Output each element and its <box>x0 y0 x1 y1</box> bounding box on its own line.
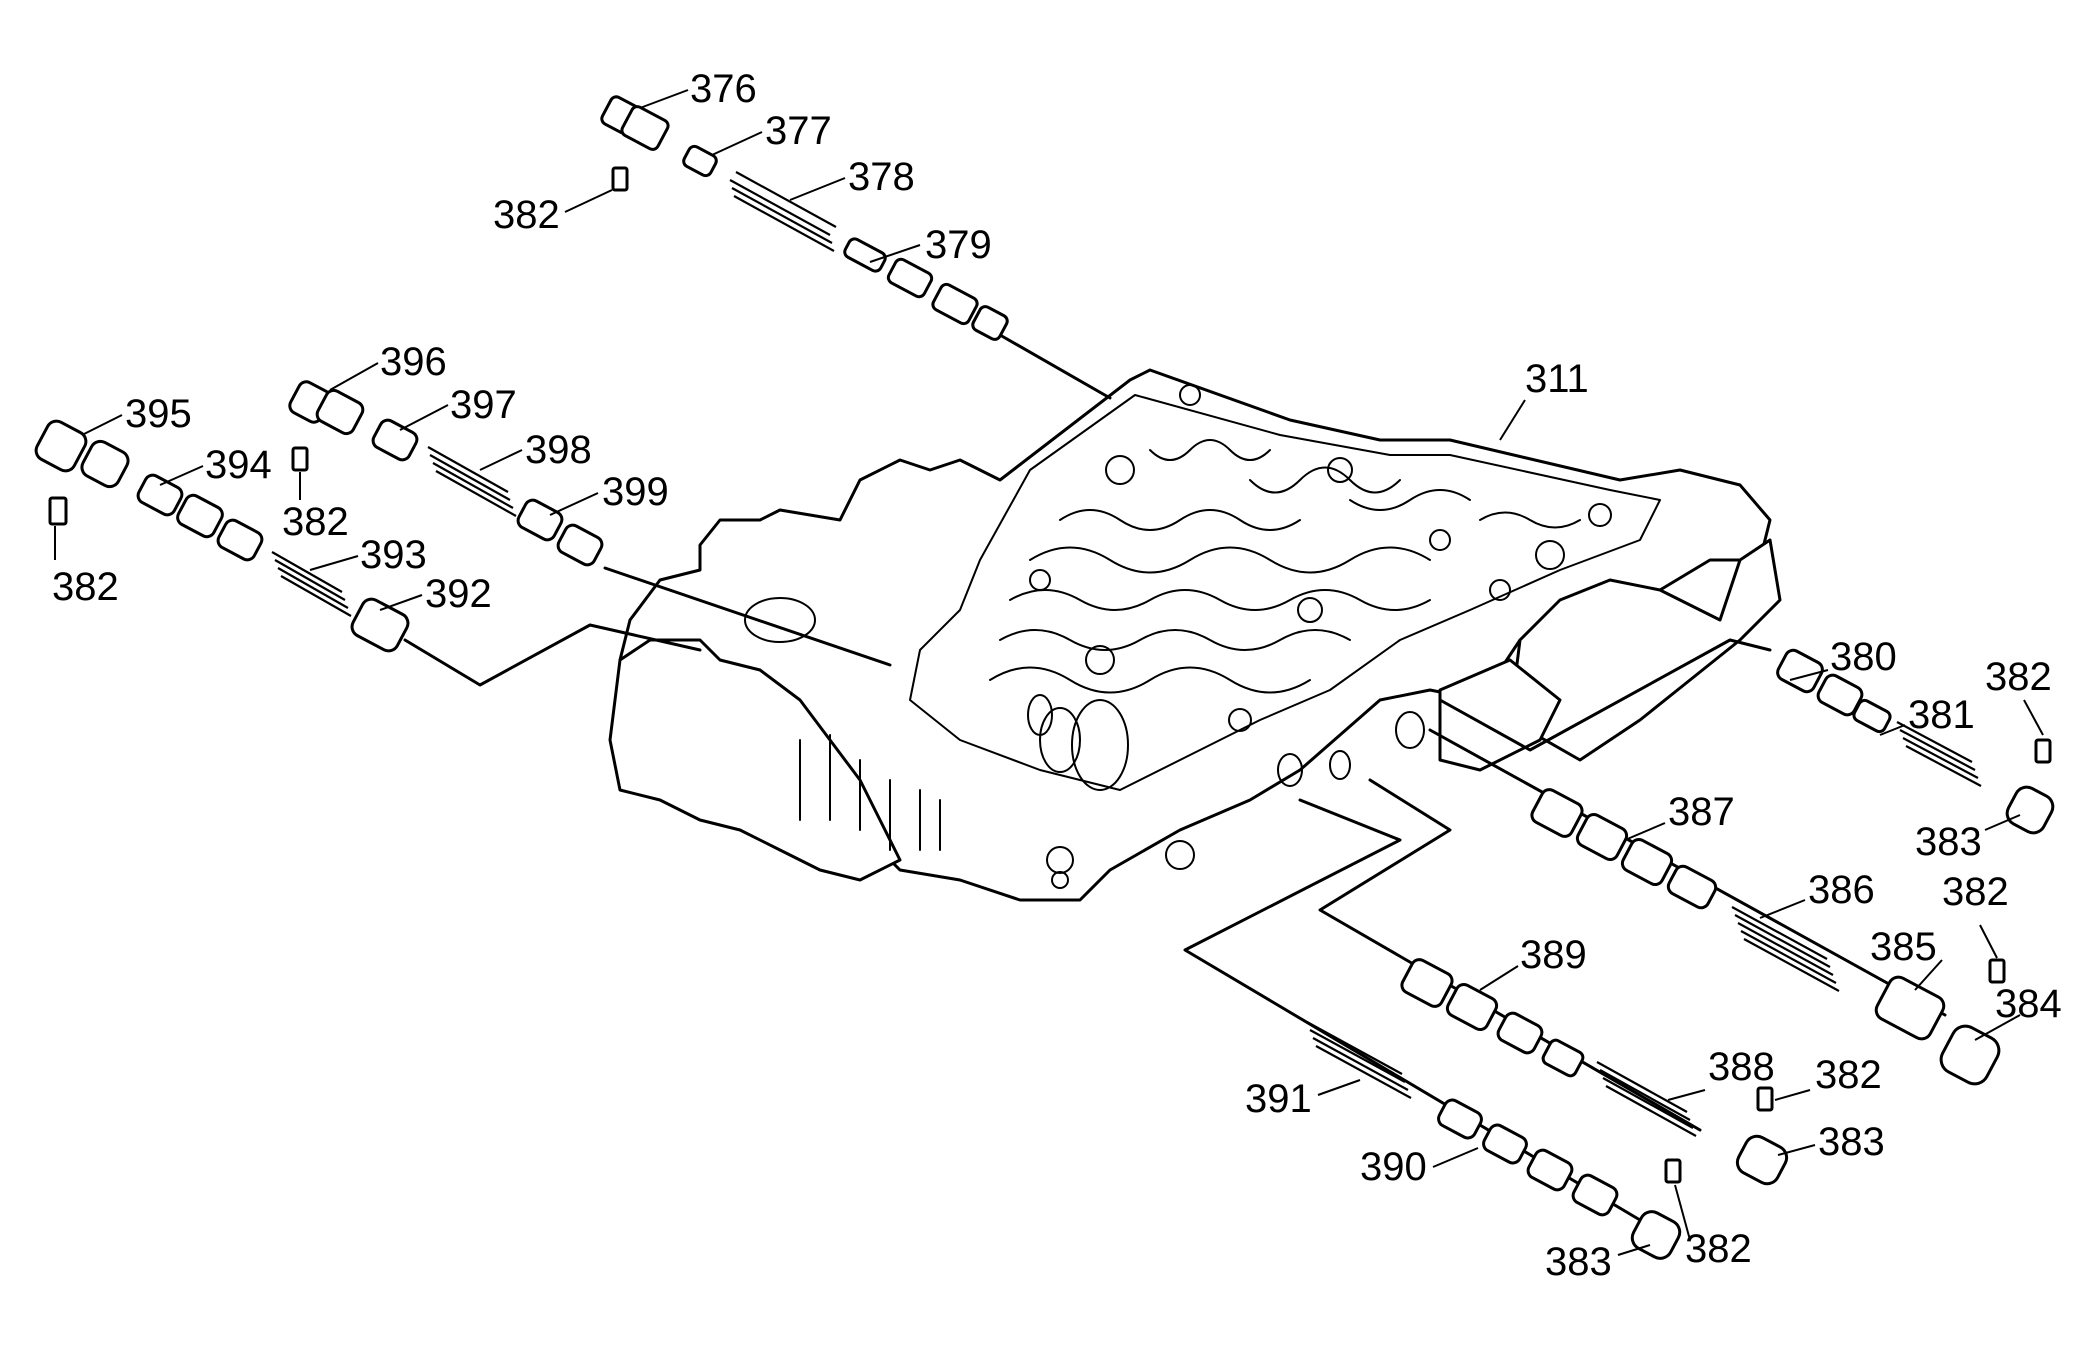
callout-394: 394 <box>205 443 272 487</box>
plug-384 <box>1939 958 2006 1086</box>
callout-383-mid: 383 <box>1818 1120 1885 1164</box>
callout-382-r3: 382 <box>1815 1053 1882 1097</box>
callout-378: 378 <box>848 155 915 199</box>
plug-383b <box>1735 1086 1789 1186</box>
callout-382-bottom: 382 <box>1685 1227 1752 1271</box>
callout-397: 397 <box>450 383 517 427</box>
callout-382-right: 382 <box>1985 655 2052 699</box>
callout-384: 384 <box>1995 982 2062 1026</box>
callout-390: 390 <box>1360 1145 1427 1189</box>
spring-398 <box>427 446 517 517</box>
valve-389 <box>1400 958 1585 1078</box>
valve-380 <box>1776 648 1892 734</box>
spring-381 <box>1896 721 1982 787</box>
callout-380: 380 <box>1830 635 1897 679</box>
valve-387 <box>1530 788 1718 910</box>
callout-382-left: 382 <box>52 565 119 609</box>
bushing-396 <box>288 380 365 472</box>
valve-379 <box>843 237 1009 341</box>
callout-labels: 376 377 378 379 382 396 397 398 399 382 … <box>52 67 2062 1284</box>
spring-393 <box>271 551 352 617</box>
callout-393: 393 <box>360 533 427 577</box>
callout-395: 395 <box>125 392 192 436</box>
callout-386: 386 <box>1808 868 1875 912</box>
callout-376: 376 <box>690 67 757 111</box>
spring-386 <box>1731 906 1840 992</box>
callout-382-mid: 382 <box>282 500 349 544</box>
callout-389: 389 <box>1520 933 1587 977</box>
callout-387: 387 <box>1668 790 1735 834</box>
part-377 <box>682 144 718 178</box>
callout-388: 388 <box>1708 1045 1775 1089</box>
valve-390 <box>1437 1098 1619 1217</box>
callout-379: 379 <box>925 223 992 267</box>
valve-body-311 <box>608 368 1782 902</box>
plug-383a <box>2005 738 2055 835</box>
callout-385: 385 <box>1870 925 1937 969</box>
callout-383-bottom: 383 <box>1545 1240 1612 1284</box>
spring-388 <box>1596 1061 1697 1137</box>
callout-396: 396 <box>380 340 447 384</box>
part-397 <box>371 418 419 462</box>
spring-378 <box>729 171 837 252</box>
valve-399 <box>516 498 604 567</box>
spring-391 <box>1306 1021 1412 1099</box>
callout-383-right: 383 <box>1915 820 1982 864</box>
bushing-376 <box>600 95 670 192</box>
callout-381: 381 <box>1908 693 1975 737</box>
callout-398: 398 <box>525 428 592 472</box>
callout-leaders <box>54 89 2044 1256</box>
callout-311: 311 <box>1525 357 1589 401</box>
plug-383c <box>1630 1158 1682 1260</box>
part-385 <box>1874 975 1946 1041</box>
callout-377: 377 <box>765 109 832 153</box>
part-392 <box>350 597 410 653</box>
callout-382-r2: 382 <box>1942 870 2009 914</box>
callout-392: 392 <box>425 572 492 616</box>
callout-399: 399 <box>602 470 669 514</box>
bushing-395 <box>34 419 130 526</box>
callout-391: 391 <box>1245 1077 1312 1121</box>
callout-382-top: 382 <box>493 193 560 237</box>
